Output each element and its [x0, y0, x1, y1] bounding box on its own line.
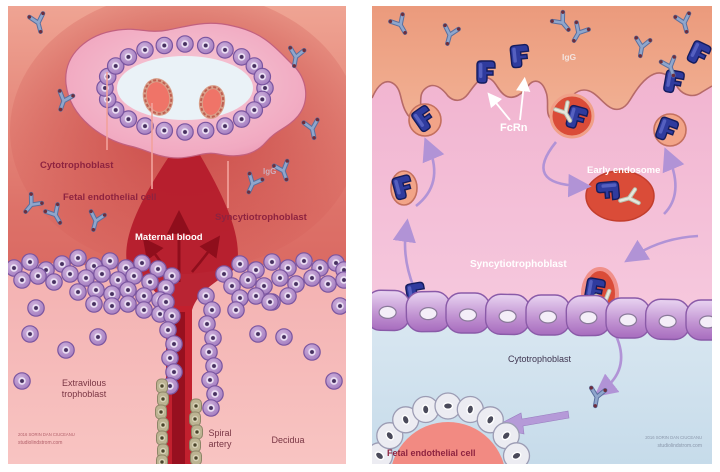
credit-studio: studiolindstrom.com [658, 443, 702, 449]
trafficking-arrows [392, 137, 699, 398]
label-extravillous-trophoblast-1: Extravilous [62, 378, 107, 388]
label-cytotrophoblast: Cytotrophoblast [508, 354, 572, 364]
label-maternal-blood: Maternal blood [135, 232, 203, 243]
label-extravillous-trophoblast-2: trophoblast [62, 389, 107, 399]
label-early-endosome: Early endosome [587, 165, 660, 176]
label-fetal-endothelial-cell: Fetal endothelial cell [63, 192, 156, 203]
leader-lines [106, 72, 229, 208]
cytotrophoblast-row [372, 289, 712, 341]
label-syncytiotrophoblast: Syncytiotrophoblast [215, 212, 308, 223]
label-spiral-artery-1: Spiral [208, 428, 231, 438]
credit-studio: studiolindstrom.com [18, 440, 62, 446]
label-spiral-artery-2: artery [208, 439, 232, 449]
fcrn-pointer-arrows [487, 76, 531, 121]
villus-diagram-canvas: Cytotrophoblast Fetal endothelial cell S… [8, 6, 346, 464]
credit-artist: 2016 SORIN DAN CIUCEANU [645, 435, 702, 440]
credit-artist: 2016 SORIN DAN CIUCEANU [18, 432, 75, 437]
fetal-endothelial-cells [372, 392, 531, 464]
right-panel-fcrn-transport-diagram: IgG FcRn Early endosome Syncytiotrophobl… [372, 6, 712, 464]
label-fetal-endothelial-cell: Fetal endothelial cell [387, 448, 476, 458]
fetal-vessel [372, 392, 531, 464]
label-cytotrophoblast: Cytotrophoblast [40, 160, 114, 171]
label-fcrn: FcRn [500, 122, 528, 134]
fcrn-diagram-canvas: IgG FcRn Early endosome Syncytiotrophobl… [372, 6, 712, 464]
label-igg: IgG [263, 167, 276, 176]
left-panel-villus-diagram: Cytotrophoblast Fetal endothelial cell S… [8, 6, 346, 464]
label-syncytiotrophoblast: Syncytiotrophoblast [470, 259, 567, 270]
villus-stroma [117, 56, 253, 120]
label-decidua: Decidua [271, 435, 304, 445]
fetal-vessel-lumen [392, 422, 504, 464]
maternal-blood-plume [126, 155, 238, 464]
label-igg: IgG [562, 52, 577, 62]
